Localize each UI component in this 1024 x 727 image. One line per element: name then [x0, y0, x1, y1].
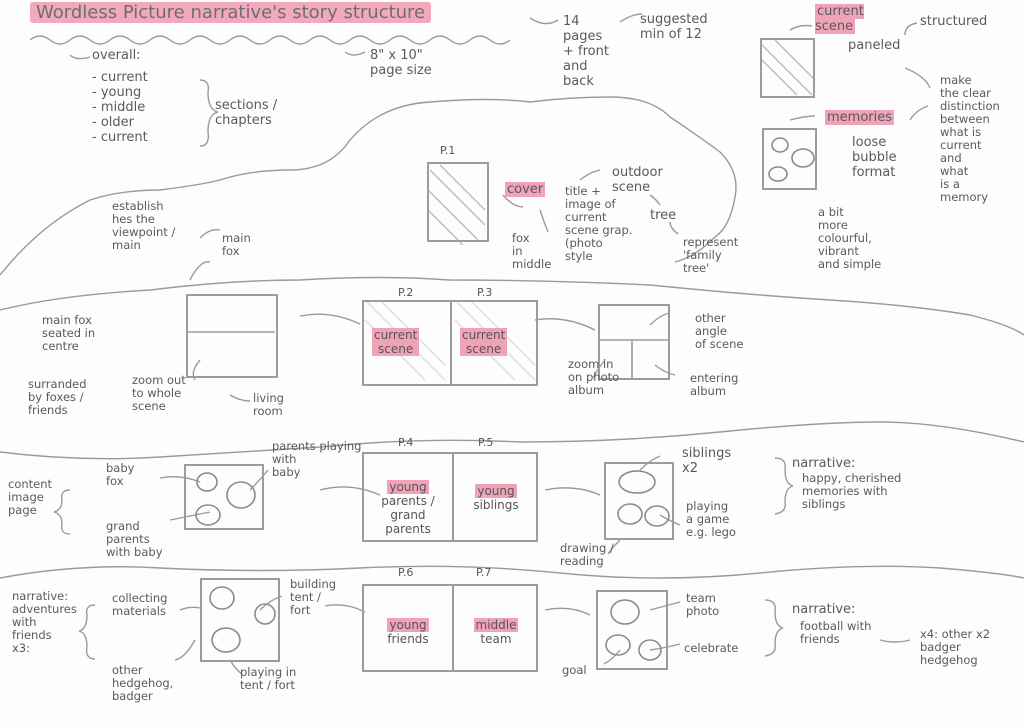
- living-room-note: living room: [253, 391, 284, 418]
- siblings-note: siblings x2: [682, 446, 732, 476]
- page-number-6: P.6: [398, 566, 414, 579]
- legend-colourful: a bit more colourful, vibrant and simple: [818, 205, 882, 271]
- page-number-7: P.7: [476, 566, 492, 579]
- cloud-divider-3: [0, 421, 1024, 460]
- parents-playing-note: parents playing with baby: [272, 439, 362, 479]
- memory-bubble-thumbnail-3: [200, 578, 280, 662]
- page-number-3: P.3: [477, 286, 493, 299]
- page-title: Wordless Picture narrative's story struc…: [30, 2, 432, 23]
- establishes-note: establish hes the viewpoint / main: [112, 199, 176, 252]
- building-note: building tent / fort: [290, 577, 337, 617]
- narrative-label-2: narrative:: [792, 602, 856, 617]
- title-underline: [29, 35, 511, 45]
- other-angle-note: other angle of scene: [695, 311, 744, 351]
- x4-note: x4: other x2 badger hedgehog: [920, 627, 991, 667]
- pages-note: 14 pages + front and back: [563, 14, 609, 89]
- page-number-4: P.4: [398, 436, 414, 449]
- cover-title-image: title + image of current scene grap. (ph…: [565, 184, 633, 263]
- page-number-5: P.5: [478, 436, 494, 449]
- goal-note: goal: [562, 663, 587, 677]
- overall-label: overall:: [92, 48, 141, 63]
- overall-items: - current - young - middle - older - cur…: [92, 70, 148, 145]
- collecting-note: collecting materials: [112, 591, 168, 618]
- celebrate-note: celebrate: [684, 641, 739, 655]
- other-hedgehog-note: other hedgehog, badger: [112, 663, 174, 703]
- seated-note: main fox seated in centre: [42, 313, 96, 353]
- cloud-divider-4: [0, 565, 1024, 579]
- narrative-label-1: narrative:: [792, 456, 856, 471]
- legend-distinction: make the clear distinction between what …: [940, 73, 1000, 204]
- cloud-divider-2: [0, 276, 1024, 336]
- cover-represent: represent 'family tree': [683, 235, 739, 275]
- sections-note: sections / chapters: [215, 98, 278, 128]
- suggested-note: suggested min of 12: [640, 12, 708, 42]
- narrative-siblings: happy, cherished memories with siblings: [802, 471, 902, 511]
- team-photo-note: team photo: [686, 591, 720, 618]
- legend-current-scene: current scene: [815, 4, 864, 34]
- memory-bubble-thumbnail-2: [604, 462, 674, 540]
- zoom-in-note: zoom in on photo album: [568, 357, 620, 397]
- legend-bubble-box: [762, 128, 817, 190]
- cover-tree: tree: [650, 208, 677, 223]
- page-number-2: P.2: [398, 286, 414, 299]
- memory-bubble-thumbnail-4: [596, 590, 668, 670]
- spread-4-5: [362, 452, 538, 542]
- zoom-out-note: zoom out to whole scene: [132, 373, 186, 413]
- content-image-note: content image page: [8, 477, 53, 517]
- entering-note: entering album: [690, 371, 739, 398]
- legend-paneled: paneled: [848, 38, 901, 53]
- playing-game-note: playing a game e.g. lego: [686, 499, 736, 539]
- playing-tent-note: playing in tent / fort: [240, 665, 297, 692]
- page-number-1: P.1: [440, 144, 456, 157]
- grandparents-note: grand parents with baby: [106, 519, 163, 559]
- legend-memories: memories: [825, 110, 895, 125]
- cover-thumbnail: [427, 162, 489, 242]
- p2-label: current scene: [372, 328, 420, 356]
- legend-structured: structured: [920, 14, 988, 29]
- memory-bubble-thumbnail-1: [184, 464, 264, 530]
- drawing-note: drawing / reading: [560, 541, 614, 568]
- cover-outdoor: outdoor scene: [612, 165, 663, 195]
- main-fox-note: main fox: [222, 231, 251, 258]
- narrative-adventures: narrative: adventures with friends x3:: [12, 589, 77, 655]
- cover-fox-middle: fox in middle: [512, 231, 552, 271]
- legend-loose: loose bubble format: [852, 135, 897, 180]
- legend-paneled-box: [760, 38, 815, 98]
- living-room-thumbnail: [186, 294, 278, 378]
- narrative-football: football with friends: [800, 619, 872, 646]
- cloud-divider-1: [0, 96, 737, 276]
- spread-6-7: [362, 584, 538, 672]
- other-angle-thumbnail: [598, 304, 670, 380]
- p3-label: current scene: [460, 328, 508, 356]
- cover-label: cover: [505, 182, 546, 197]
- page-size-note: 8" x 10" page size: [370, 48, 432, 78]
- surrounded-note: surranded by foxes / friends: [28, 377, 87, 417]
- baby-fox-note: baby fox: [106, 461, 135, 488]
- spread-2-3: [362, 300, 538, 386]
